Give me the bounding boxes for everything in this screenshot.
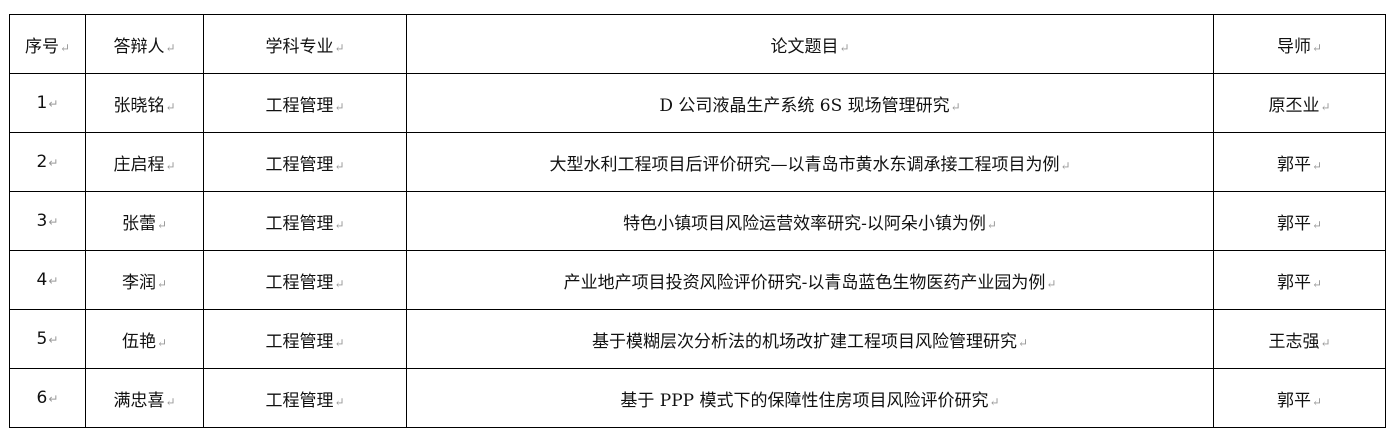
table-cell: 伍艳 bbox=[85, 309, 204, 369]
table-cell: 6 bbox=[9, 368, 86, 428]
thesis-title: 特色小镇项目风险运营效率研究-以阿朵小镇为例 bbox=[623, 214, 997, 234]
thesis-title: 基于模糊层次分析法的机场改扩建工程项目风险管理研究 bbox=[592, 332, 1028, 352]
advisor: 原丕业 bbox=[1268, 96, 1330, 116]
table-cell: 工程管理 bbox=[203, 191, 407, 251]
table-cell: 张蕾 bbox=[85, 191, 204, 251]
table-row: 4 李润 工程管理 产业地产项目投资风险评价研究-以青岛蓝色生物医药产业园为例 郭平 bbox=[9, 250, 1386, 310]
table-cell: 郭平 bbox=[1213, 191, 1386, 251]
table-cell: D 公司液晶生产系统 6S 现场管理研究 bbox=[406, 73, 1214, 133]
advisor: 郭平 bbox=[1277, 214, 1322, 234]
header-index: 序号 bbox=[25, 37, 70, 57]
header-cell: 答辩人 bbox=[85, 14, 204, 74]
table-row: 1 张晓铭 工程管理 D 公司液晶生产系统 6S 现场管理研究 原丕业 bbox=[9, 73, 1386, 133]
table-cell: 4 bbox=[9, 250, 86, 310]
table-cell: 3 bbox=[9, 191, 86, 251]
defender-name: 张晓铭 bbox=[113, 96, 175, 116]
table-cell: 工程管理 bbox=[203, 368, 407, 428]
table-cell: 王志强 bbox=[1213, 309, 1386, 369]
table-cell: 产业地产项目投资风险评价研究-以青岛蓝色生物医药产业园为例 bbox=[406, 250, 1214, 310]
table-header-row: 序号 答辩人 学科专业 论文题目 导师 bbox=[9, 14, 1386, 74]
table-cell: 5 bbox=[9, 309, 86, 369]
thesis-title: D 公司液晶生产系统 6S 现场管理研究 bbox=[659, 96, 960, 116]
table-cell: 特色小镇项目风险运营效率研究-以阿朵小镇为例 bbox=[406, 191, 1214, 251]
thesis-title: 基于 PPP 模式下的保障性住房项目风险评价研究 bbox=[620, 391, 999, 411]
header-advisor: 导师 bbox=[1277, 37, 1322, 57]
defense-table: 序号 答辩人 学科专业 论文题目 导师 1张晓铭工程管理D 公司液晶生产系统 6… bbox=[9, 14, 1386, 428]
row-index: 5 bbox=[37, 329, 59, 349]
thesis-title: 大型水利工程项目后评价研究—以青岛市黄水东调承接工程项目为例 bbox=[549, 155, 1070, 175]
defender-name: 伍艳 bbox=[122, 332, 167, 352]
table-row: 6 满忠喜 工程管理 基于 PPP 模式下的保障性住房项目风险评价研究 郭平 bbox=[9, 368, 1386, 428]
table-cell: 郭平 bbox=[1213, 250, 1386, 310]
row-index: 6 bbox=[37, 388, 59, 408]
header-cell: 导师 bbox=[1213, 14, 1386, 74]
header-cell: 论文题目 bbox=[406, 14, 1214, 74]
row-index: 3 bbox=[37, 211, 59, 231]
table-cell: 工程管理 bbox=[203, 132, 407, 192]
defender-name: 李润 bbox=[122, 273, 167, 293]
defender-name: 满忠喜 bbox=[113, 391, 175, 411]
table-cell: 庄启程 bbox=[85, 132, 204, 192]
row-index: 2 bbox=[37, 152, 59, 172]
major: 工程管理 bbox=[265, 96, 344, 116]
header-cell: 序号 bbox=[9, 14, 86, 74]
table-cell: 工程管理 bbox=[203, 73, 407, 133]
table-cell: 基于模糊层次分析法的机场改扩建工程项目风险管理研究 bbox=[406, 309, 1214, 369]
advisor: 郭平 bbox=[1277, 155, 1322, 175]
table-row: 5 伍艳 工程管理 基于模糊层次分析法的机场改扩建工程项目风险管理研究 王志强 bbox=[9, 309, 1386, 369]
major: 工程管理 bbox=[265, 391, 344, 411]
table-cell: 张晓铭 bbox=[85, 73, 204, 133]
header-thesis-title: 论文题目 bbox=[770, 37, 849, 57]
advisor: 郭平 bbox=[1277, 273, 1322, 293]
header-major: 学科专业 bbox=[265, 37, 344, 57]
table-cell: 2 bbox=[9, 132, 86, 192]
advisor: 郭平 bbox=[1277, 391, 1322, 411]
table-cell: 工程管理 bbox=[203, 309, 407, 369]
defender-name: 庄启程 bbox=[113, 155, 175, 175]
header-defender: 答辩人 bbox=[113, 37, 175, 57]
row-index: 4 bbox=[37, 270, 59, 290]
table-cell: 李润 bbox=[85, 250, 204, 310]
table-cell: 满忠喜 bbox=[85, 368, 204, 428]
table-cell: 郭平 bbox=[1213, 132, 1386, 192]
major: 工程管理 bbox=[265, 332, 344, 352]
major: 工程管理 bbox=[265, 155, 344, 175]
header-cell: 学科专业 bbox=[203, 14, 407, 74]
advisor: 王志强 bbox=[1268, 332, 1330, 352]
table-cell: 工程管理 bbox=[203, 250, 407, 310]
table-row: 3 张蕾 工程管理 特色小镇项目风险运营效率研究-以阿朵小镇为例 郭平 bbox=[9, 191, 1386, 251]
table-cell: 郭平 bbox=[1213, 368, 1386, 428]
major: 工程管理 bbox=[265, 273, 344, 293]
table-cell: 1 bbox=[9, 73, 86, 133]
defender-name: 张蕾 bbox=[122, 214, 167, 234]
major: 工程管理 bbox=[265, 214, 344, 234]
table-cell: 大型水利工程项目后评价研究—以青岛市黄水东调承接工程项目为例 bbox=[406, 132, 1214, 192]
table-cell: 原丕业 bbox=[1213, 73, 1386, 133]
table-row: 2 庄启程 工程管理 大型水利工程项目后评价研究—以青岛市黄水东调承接工程项目为例 郭平 bbox=[9, 132, 1386, 192]
table-cell: 基于 PPP 模式下的保障性住房项目风险评价研究 bbox=[406, 368, 1214, 428]
thesis-title: 产业地产项目投资风险评价研究-以青岛蓝色生物医药产业园为例 bbox=[564, 273, 1057, 293]
row-index: 1 bbox=[37, 93, 59, 113]
